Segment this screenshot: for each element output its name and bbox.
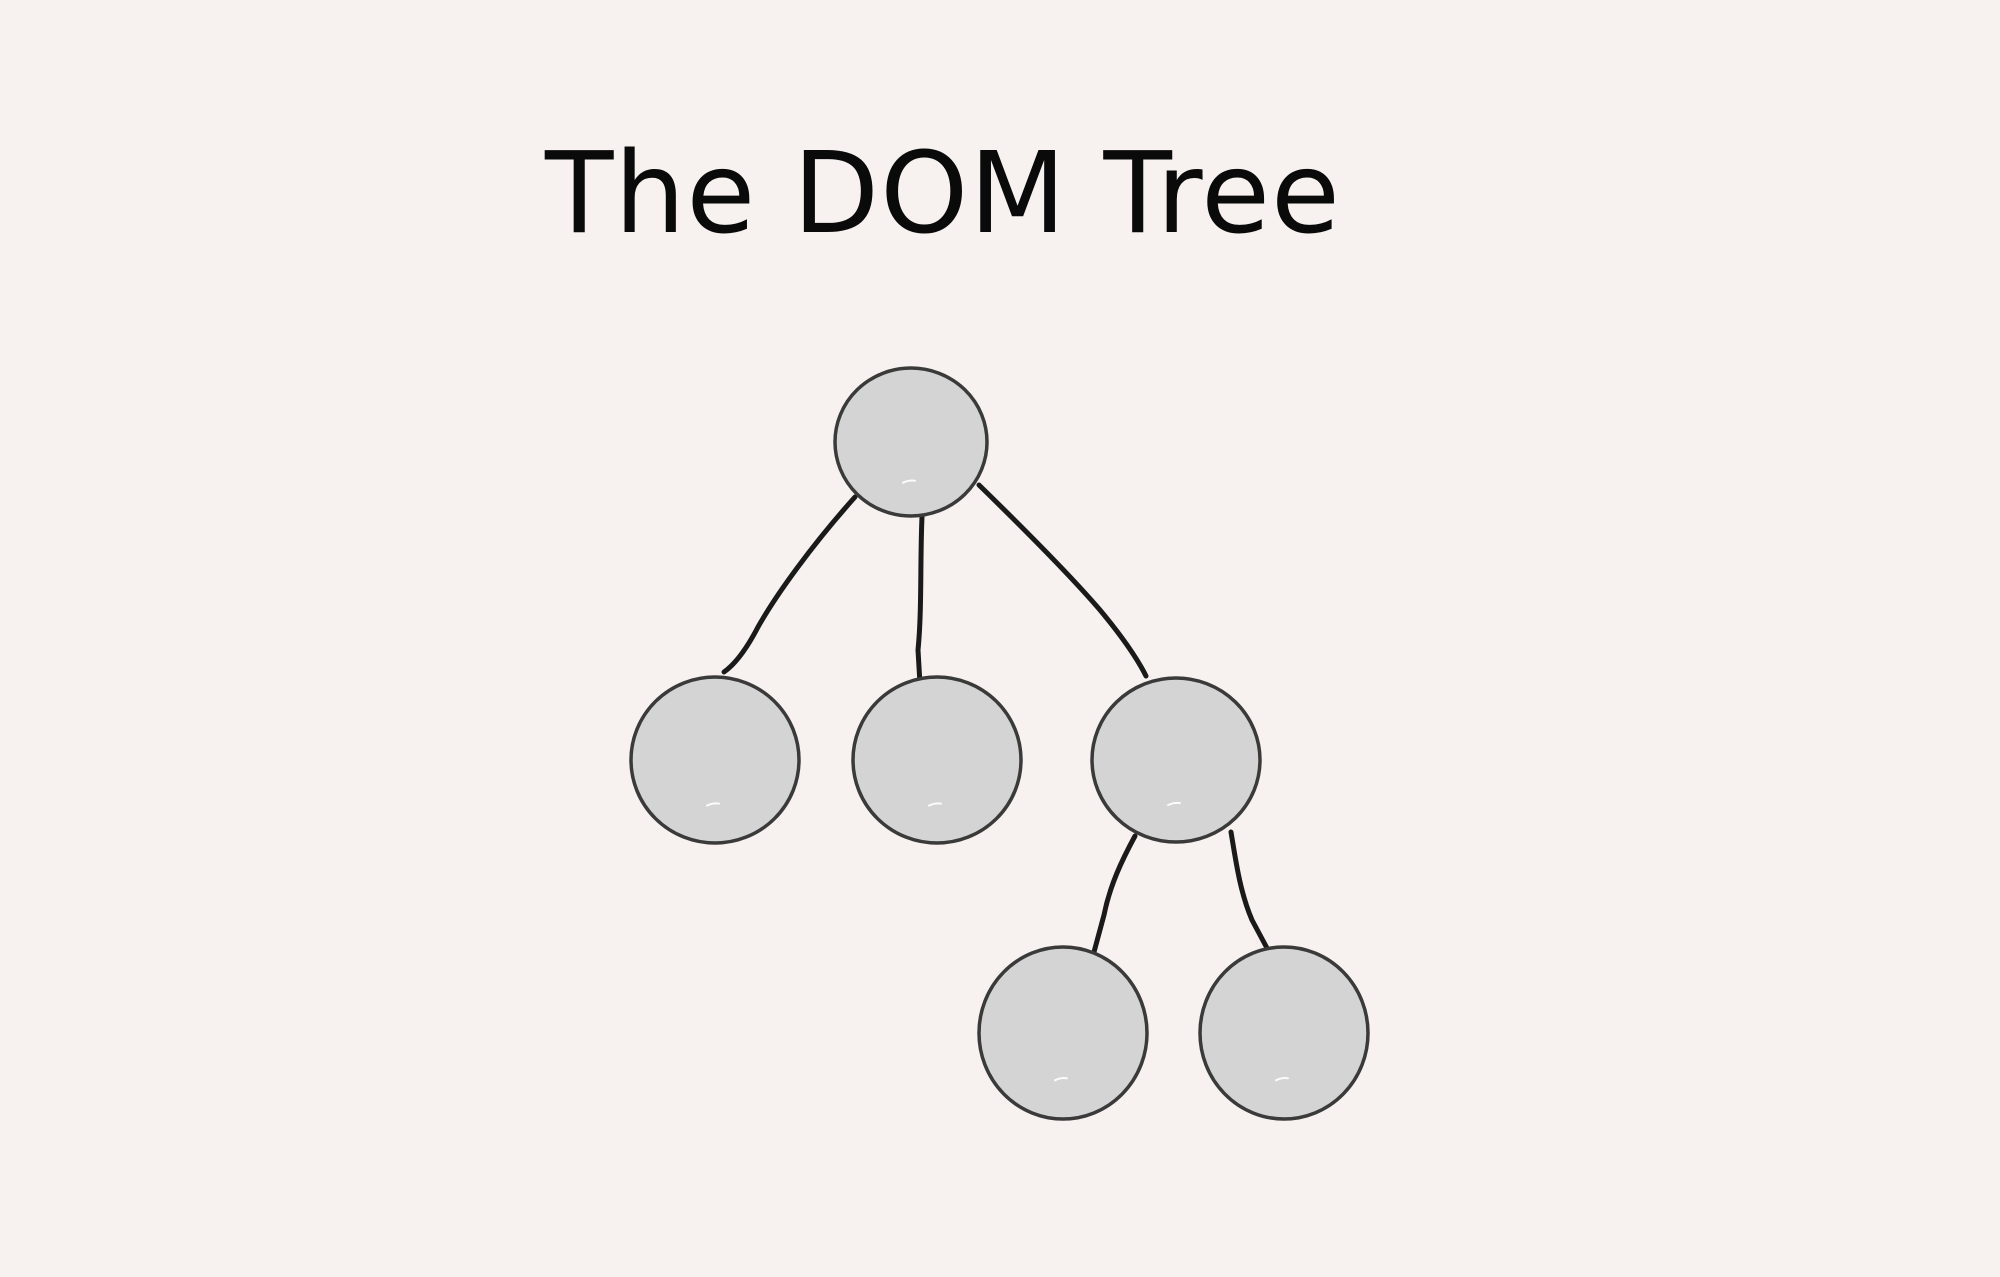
node-grandchild-1 (977, 945, 1149, 1121)
node-circle (629, 675, 801, 845)
node-highlight (1167, 801, 1181, 807)
node-highlight (1275, 1077, 1289, 1082)
node-root (833, 366, 989, 518)
node-highlight (902, 479, 916, 484)
node-child-2 (851, 675, 1023, 845)
edges-group (721, 482, 1271, 955)
node-circle (1090, 676, 1262, 844)
node-circle (977, 945, 1149, 1121)
edge-child-3-to-grandchild-2 (1228, 829, 1271, 953)
node-circle (833, 366, 989, 518)
edge-root-to-child-1 (721, 494, 858, 675)
node-circle (1198, 945, 1370, 1121)
node-highlight (1054, 1077, 1068, 1082)
node-grandchild-2 (1198, 945, 1370, 1121)
nodes-group (629, 366, 1370, 1121)
node-circle (851, 675, 1023, 845)
edge-child-3-to-grandchild-1 (1091, 833, 1138, 955)
edge-root-to-child-2 (915, 514, 925, 687)
node-child-1 (629, 675, 801, 845)
diagram-title: The DOM Tree (545, 129, 1341, 259)
edge-root-to-child-3 (976, 482, 1149, 679)
node-highlight (706, 802, 720, 807)
node-highlight (928, 802, 942, 807)
node-child-3 (1090, 676, 1262, 844)
